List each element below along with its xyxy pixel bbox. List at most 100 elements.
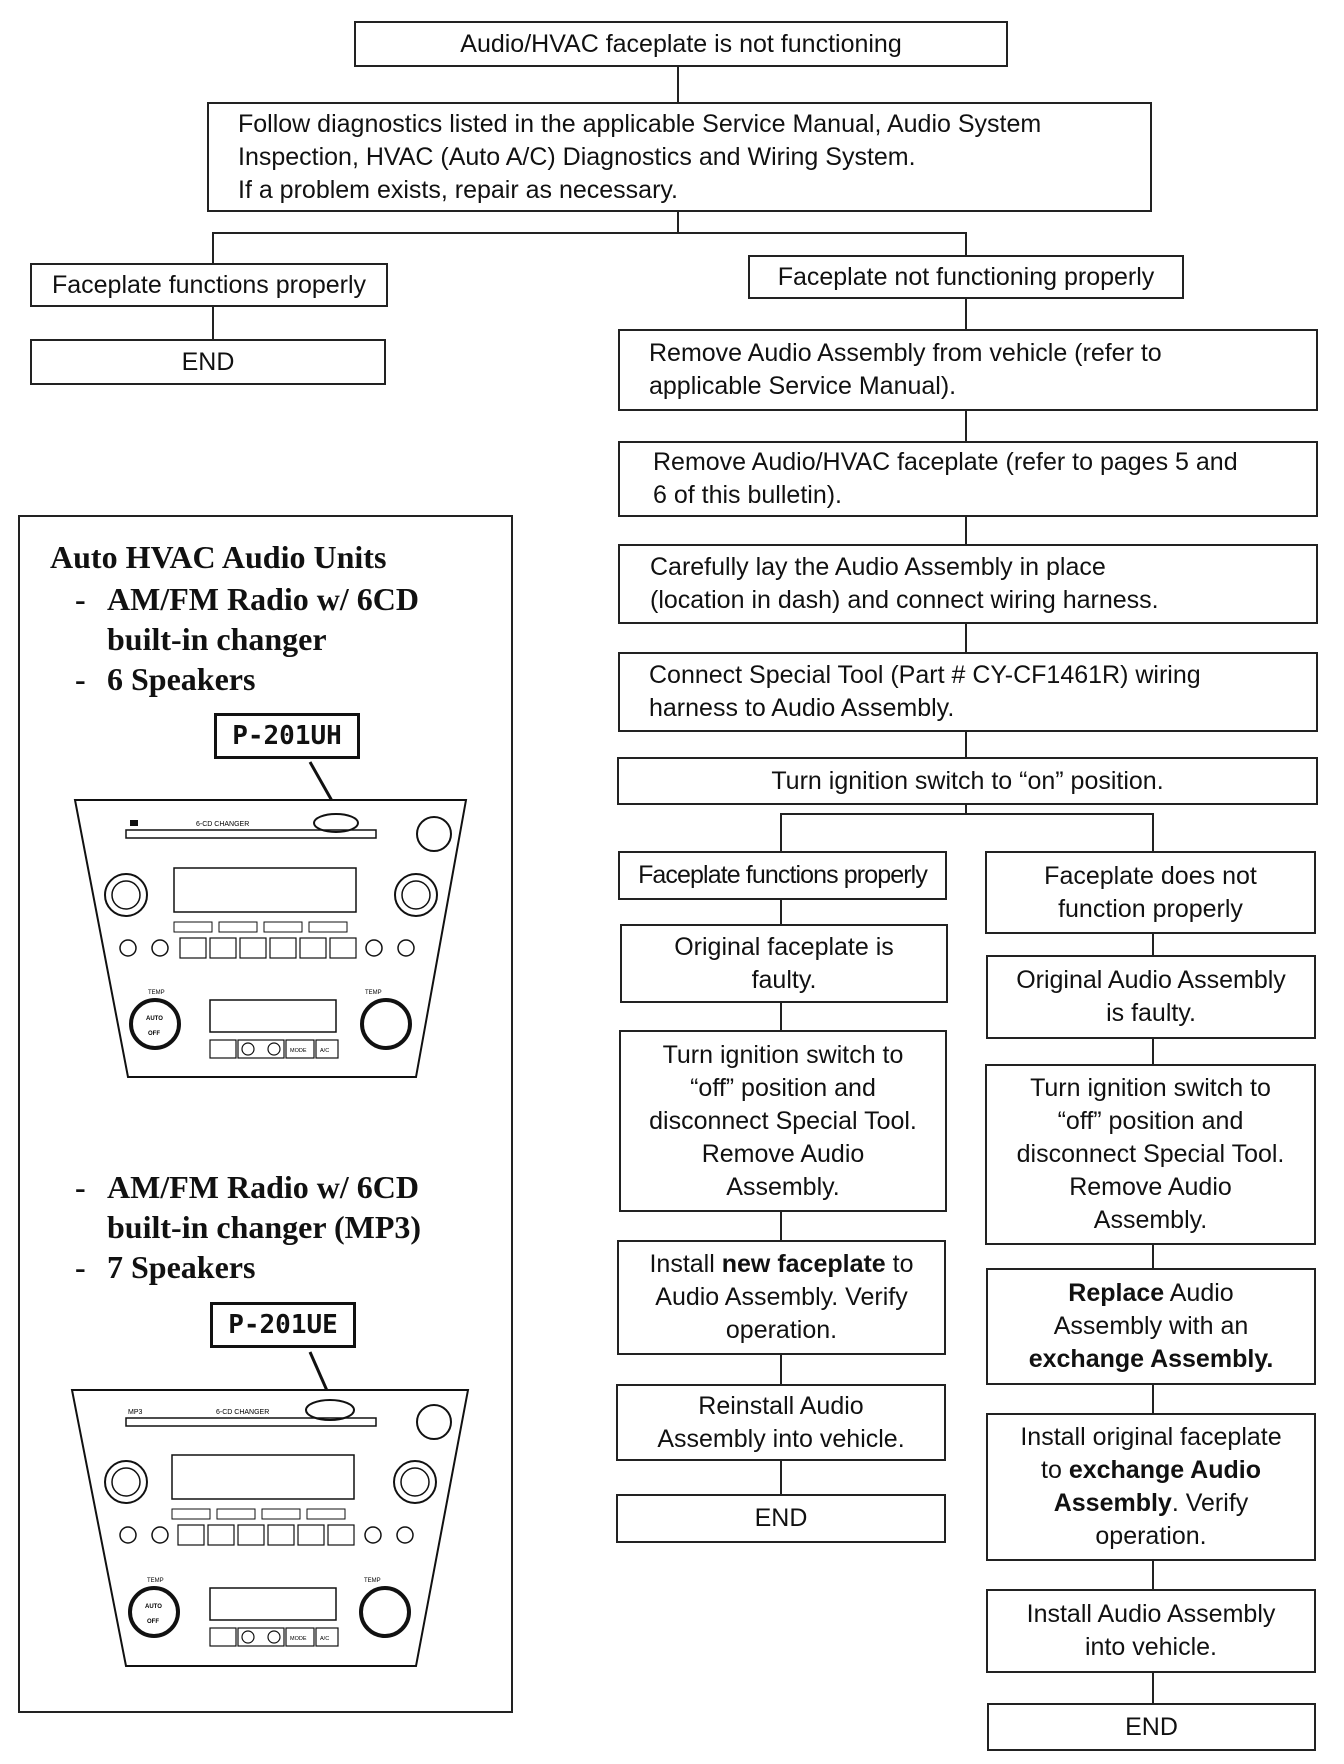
install-original-faceplate-box: Install original faceplate to exchange A… <box>986 1413 1316 1561</box>
diagnostics-line: If a problem exists, repair as necessary… <box>238 175 678 204</box>
turn-off-box-right: Turn ignition switch to “off” position a… <box>985 1064 1316 1245</box>
connector <box>780 900 782 924</box>
model-label-p201ue: P-201UE <box>210 1302 356 1348</box>
install-audio-text: Install Audio Assembly <box>1026 1600 1276 1628</box>
temp-label: TEMP <box>147 1578 164 1584</box>
connector <box>212 307 214 339</box>
end-box-sub-right: END <box>987 1703 1316 1751</box>
bullet-text: AM/FM Radio w/ 6CD built-in changer <box>107 581 419 657</box>
connector <box>1152 934 1154 955</box>
connector <box>1152 813 1154 851</box>
install-text: Install <box>649 1250 722 1278</box>
sub-faceplate-functions-text: Faceplate functions properly <box>638 861 928 889</box>
ac-label: A/C <box>320 1636 329 1642</box>
install-bold-text: new faceplate <box>721 1250 886 1278</box>
turn-off-text: Remove Audio <box>701 1139 865 1168</box>
bullet-text: 7 Speakers <box>107 1249 256 1285</box>
auto-label: AUTO <box>146 1016 163 1022</box>
connector <box>965 805 967 814</box>
replace-audio-box: Replace Audio Assembly with an exchange … <box>986 1268 1316 1385</box>
replace-bold-text: exchange Assembly. <box>1028 1345 1274 1373</box>
connector <box>1152 1385 1154 1413</box>
audio-faulty-box: Original Audio Assembly is faulty. <box>986 955 1316 1039</box>
connector <box>1152 1039 1154 1064</box>
auto-label: AUTO <box>145 1604 162 1610</box>
connector <box>1152 1673 1154 1703</box>
turn-off-text: Assembly. <box>726 1172 840 1201</box>
install-orig-text: to <box>1041 1456 1069 1484</box>
step-text: 6 of this bulletin). <box>653 481 842 509</box>
bullet-text: 6 Speakers <box>107 661 256 697</box>
connector <box>965 517 967 544</box>
connector <box>965 624 967 652</box>
off-label: OFF <box>147 1619 159 1625</box>
step-text: Remove Audio/HVAC faceplate (refer to pa… <box>653 448 1238 476</box>
step-text: (location in dash) and connect wiring ha… <box>650 586 1159 614</box>
bullet-dash: - <box>75 661 86 697</box>
step-text: Remove Audio Assembly from vehicle (refe… <box>649 339 1162 367</box>
ac-label: A/C <box>320 1048 329 1054</box>
changer-label: 6-CD CHANGER <box>196 821 249 828</box>
connector <box>965 411 967 441</box>
turn-off-text: disconnect Special Tool. <box>649 1106 917 1135</box>
turn-off-text: Turn ignition switch to <box>662 1040 904 1069</box>
step-text: Connect Special Tool (Part # CY-CF1461R)… <box>649 661 1201 689</box>
connector <box>965 732 967 757</box>
install-orig-text: . Verify <box>1171 1489 1249 1517</box>
diagnostics-line: Inspection, HVAC (Auto A/C) Diagnostics … <box>238 142 916 171</box>
turn-off-text: disconnect Special Tool. <box>1016 1140 1285 1168</box>
end-text: END <box>181 347 235 376</box>
does-not-function-text: function properly <box>1058 894 1243 923</box>
panel-title: Auto HVAC Audio Units <box>50 539 387 575</box>
faceplate-diagram-2: MP3 6-CD CHANGER TEMP AUTO OFF TEMP <box>70 1351 470 1667</box>
connector <box>965 232 967 255</box>
diagnostics-box: Follow diagnostics listed in the applica… <box>207 102 1152 212</box>
turn-off-text: Turn ignition switch to <box>1030 1074 1271 1102</box>
connector <box>780 813 782 851</box>
ignition-on-box: Turn ignition switch to “on” position. <box>617 757 1318 805</box>
faulty-text: is faulty. <box>1106 999 1196 1027</box>
faceplate-not-functioning-text: Faceplate not functioning properly <box>777 262 1155 291</box>
step-text: applicable Service Manual). <box>649 372 957 400</box>
connector <box>677 212 679 233</box>
bullet-dash: - <box>75 1249 86 1285</box>
turn-off-box-left: Turn ignition switch to “off” position a… <box>619 1030 947 1212</box>
bullet-dash: - <box>75 1169 86 1205</box>
step-text: Carefully lay the Audio Assembly in plac… <box>650 553 1106 581</box>
faceplate-functions-text: Faceplate functions properly <box>51 270 367 299</box>
connector <box>780 1212 782 1240</box>
replace-text: Audio <box>1164 1279 1234 1307</box>
connector <box>677 67 679 102</box>
end-box-sub-left: END <box>616 1494 946 1543</box>
faulty-text: Original faceplate is <box>674 932 894 961</box>
install-orig-text: operation. <box>1095 1522 1207 1550</box>
faceplate-functions-box: Faceplate functions properly <box>30 263 388 307</box>
replace-bold-text: Replace <box>1068 1279 1165 1307</box>
bullet-text: AM/FM Radio w/ 6CD built-in changer (MP3… <box>107 1169 422 1245</box>
off-label: OFF <box>148 1031 160 1037</box>
turn-off-text: Assembly. <box>1093 1206 1208 1234</box>
units-panel: Auto HVAC Audio Units - AM/FM Radio w/ 6… <box>18 515 513 1713</box>
install-text: operation. <box>725 1316 838 1344</box>
temp-label: TEMP <box>148 990 165 996</box>
step-connect-tool-box: Connect Special Tool (Part # CY-CF1461R)… <box>618 652 1318 732</box>
faceplate-not-functioning-box: Faceplate not functioning properly <box>748 255 1184 299</box>
faulty-text: Original Audio Assembly <box>1016 966 1286 994</box>
connector <box>780 1461 782 1494</box>
reinstall-text: Reinstall Audio <box>698 1391 864 1420</box>
connector <box>780 1003 782 1030</box>
install-orig-bold-text: exchange Audio <box>1068 1456 1261 1484</box>
turn-off-text: “off” position and <box>690 1073 876 1102</box>
faceplate-diagram-1: 6-CD CHANGER TEMP AUTO OFF TEMP MOD <box>73 761 468 1078</box>
diagnostics-line: Follow diagnostics listed in the applica… <box>238 109 1042 138</box>
temp-label: TEMP <box>364 1578 381 1584</box>
start-box: Audio/HVAC faceplate is not functioning <box>354 21 1008 67</box>
bullet-dash: - <box>75 581 86 617</box>
ignition-on-text: Turn ignition switch to “on” position. <box>771 766 1164 795</box>
model-label-p201uh: P-201UH <box>214 713 360 759</box>
replace-text: Assembly with an <box>1053 1312 1249 1340</box>
